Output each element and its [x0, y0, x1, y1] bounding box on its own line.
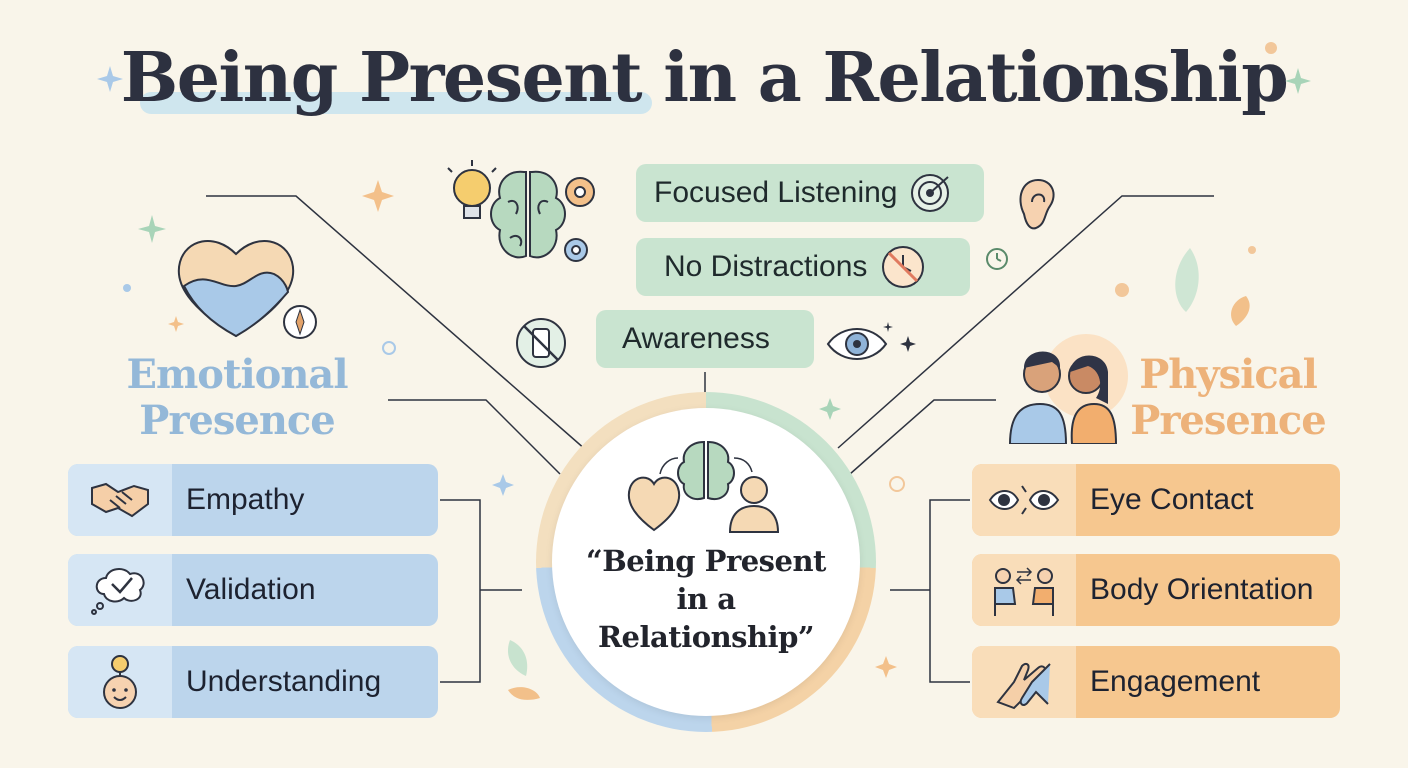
- thought-bubble-check-icon: [91, 568, 145, 615]
- pill-label: Focused Listening: [654, 176, 898, 209]
- lightbulb-icon: [447, 160, 497, 219]
- pill-focused-listening: Focused Listening: [636, 164, 984, 222]
- gear-icon: [564, 177, 595, 262]
- heart-wave-icon: [177, 239, 317, 339]
- ear-icon: [1019, 178, 1055, 230]
- item-label: Engagement: [1090, 665, 1261, 698]
- dot-icon: [889, 476, 905, 492]
- no-phone-icon: [516, 318, 566, 368]
- no-clock-icon: [882, 246, 925, 288]
- item-label: Empathy: [186, 483, 305, 516]
- dot-icon: [382, 341, 396, 355]
- eyes-icon: [988, 485, 1060, 515]
- pill-label: Awareness: [622, 322, 770, 355]
- eye-icon: [826, 322, 916, 360]
- item-label: Validation: [186, 573, 316, 606]
- item-label: Eye Contact: [1090, 483, 1254, 516]
- center-icons: [627, 440, 780, 533]
- item-label: Understanding: [186, 665, 382, 698]
- center-label: “Being Present in a Relationship”: [586, 544, 826, 654]
- leaf-icon: [507, 640, 540, 700]
- people-facing-icon: [994, 567, 1054, 616]
- brain-icon: [490, 170, 566, 259]
- lightbulb-head-icon: [103, 655, 137, 709]
- pill-label: No Distractions: [664, 250, 868, 283]
- item-body-orientation: Body Orientation: [972, 554, 1340, 626]
- leaf-icon: [1175, 248, 1250, 326]
- person-icon: [728, 476, 780, 533]
- sparkle-icon: [492, 474, 514, 496]
- dot-icon: [123, 284, 131, 292]
- item-validation: Validation: [68, 554, 438, 626]
- top-brain-cluster: [447, 160, 595, 262]
- dot-icon: [1265, 42, 1277, 54]
- item-label: Body Orientation: [1090, 573, 1314, 606]
- center-circle: [552, 408, 860, 716]
- item-understanding: Understanding: [68, 646, 438, 718]
- brain-icon: [677, 440, 735, 500]
- dot-icon: [1115, 283, 1129, 297]
- sparkle-icon: [168, 316, 184, 332]
- page-title: Being Present in a Relationship: [120, 38, 1289, 118]
- item-empathy: Empathy: [68, 464, 438, 536]
- clock-icon: [986, 248, 1008, 270]
- compass-icon: [283, 305, 317, 339]
- target-icon: [910, 174, 949, 212]
- title-highlight: [140, 92, 652, 114]
- heart-icon: [627, 476, 681, 532]
- sparkle-icon: [1285, 68, 1311, 94]
- sparkle-icon: [819, 398, 841, 420]
- sparkle-icon: [875, 656, 897, 678]
- item-engagement: Engagement: [972, 646, 1340, 718]
- couple-icon: [1008, 334, 1128, 444]
- sparkle-icon: [97, 66, 123, 92]
- physical-presence-heading: Physical Presence: [1130, 351, 1326, 444]
- emotional-presence-heading: Emotional Presence: [126, 351, 348, 444]
- item-eye-contact: Eye Contact: [972, 464, 1340, 536]
- pill-awareness: Awareness: [596, 310, 814, 368]
- dot-icon: [1248, 246, 1256, 254]
- pill-no-distractions: No Distractions: [636, 238, 970, 296]
- sparkle-icon: [138, 215, 166, 243]
- sparkle-icon: [362, 180, 394, 212]
- handshake-icon: [91, 482, 149, 518]
- hands-icon: [996, 662, 1051, 710]
